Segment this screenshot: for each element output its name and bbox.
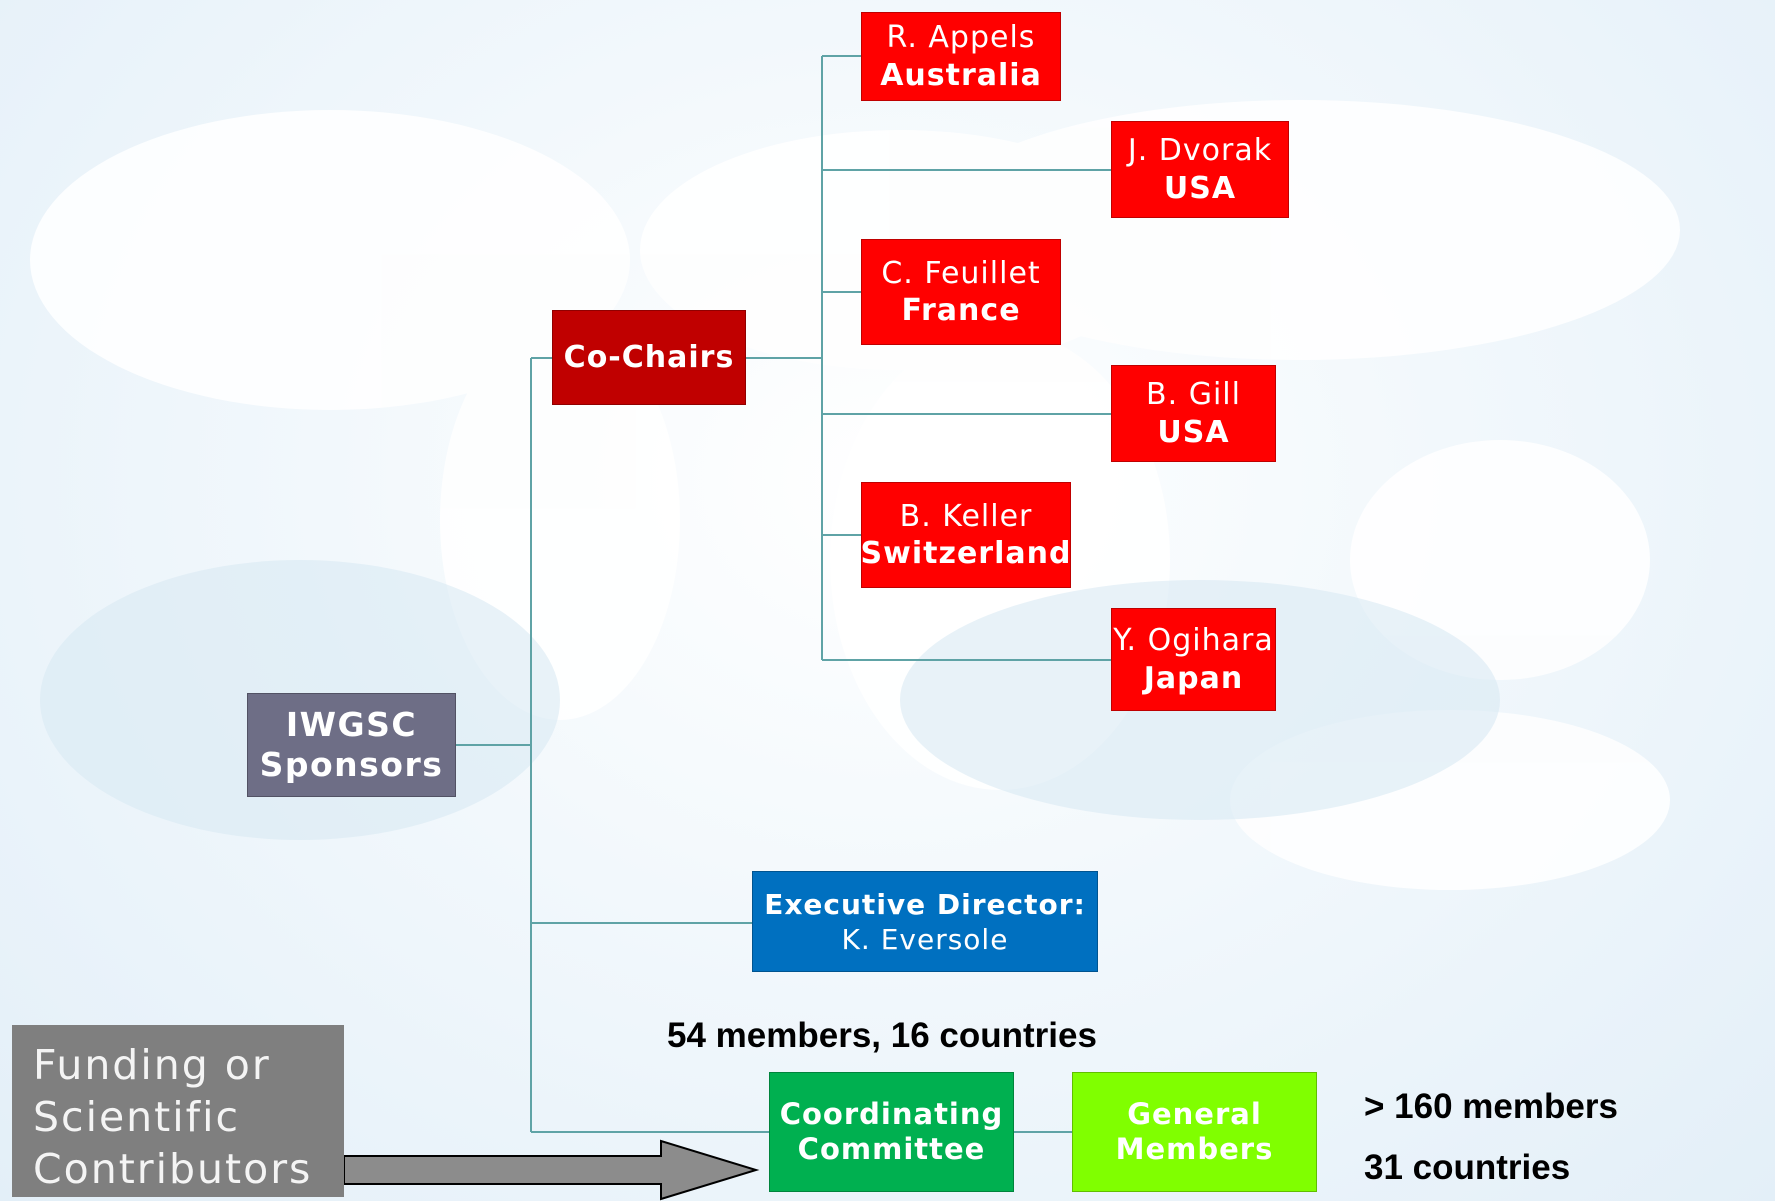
member-name: J. Dvorak bbox=[1127, 133, 1273, 168]
member-country: Switzerland bbox=[860, 536, 1072, 571]
sponsors-box: IWGSC Sponsors bbox=[247, 693, 456, 797]
funding-line2: Scientific bbox=[33, 1093, 241, 1141]
executive-title: Executive Director: bbox=[764, 887, 1086, 921]
member-name: R. Appels bbox=[886, 20, 1036, 55]
coordinating-line2: Committee bbox=[797, 1132, 986, 1166]
general-members-note: > 160 members bbox=[1364, 1087, 1618, 1126]
member-box-gill: B. Gill USA bbox=[1111, 365, 1276, 462]
member-country: USA bbox=[1157, 414, 1230, 450]
member-box-feuillet: C. Feuillet France bbox=[861, 239, 1061, 345]
funding-line3: Contributors bbox=[33, 1145, 313, 1193]
arrow-icon bbox=[343, 1139, 760, 1201]
member-name: C. Feuillet bbox=[881, 255, 1041, 291]
sponsors-line1: IWGSC bbox=[285, 705, 418, 745]
general-members-box: General Members bbox=[1072, 1072, 1317, 1192]
member-country: Australia bbox=[880, 57, 1042, 93]
executive-name: K. Eversole bbox=[841, 922, 1009, 956]
executive-director-box: Executive Director: K. Eversole bbox=[752, 871, 1098, 972]
member-box-dvorak: J. Dvorak USA bbox=[1111, 121, 1289, 218]
member-country: Japan bbox=[1143, 660, 1244, 696]
member-name: Y. Ogihara bbox=[1113, 623, 1274, 658]
member-country: USA bbox=[1163, 170, 1237, 206]
general-countries-note: 31 countries bbox=[1364, 1148, 1571, 1187]
cochairs-box: Co-Chairs bbox=[552, 310, 746, 405]
member-box-appels: R. Appels Australia bbox=[861, 12, 1061, 101]
coordinating-note: 54 members, 16 countries bbox=[667, 1016, 1097, 1055]
general-line1: General bbox=[1127, 1097, 1262, 1132]
funding-contributors-box: Funding or Scientific Contributors bbox=[12, 1025, 344, 1197]
member-name: B. Gill bbox=[1146, 377, 1241, 412]
funding-line1: Funding or bbox=[33, 1041, 271, 1089]
member-box-keller: B. Keller Switzerland bbox=[861, 482, 1071, 588]
cochairs-label: Co-Chairs bbox=[563, 339, 735, 375]
general-line2: Members bbox=[1115, 1132, 1274, 1166]
sponsors-line2: Sponsors bbox=[259, 745, 444, 784]
member-box-ogihara: Y. Ogihara Japan bbox=[1111, 608, 1276, 711]
coordinating-line1: Coordinating bbox=[779, 1097, 1004, 1132]
coordinating-committee-box: Coordinating Committee bbox=[769, 1072, 1014, 1192]
member-country: France bbox=[901, 293, 1021, 328]
member-name: B. Keller bbox=[899, 498, 1033, 534]
